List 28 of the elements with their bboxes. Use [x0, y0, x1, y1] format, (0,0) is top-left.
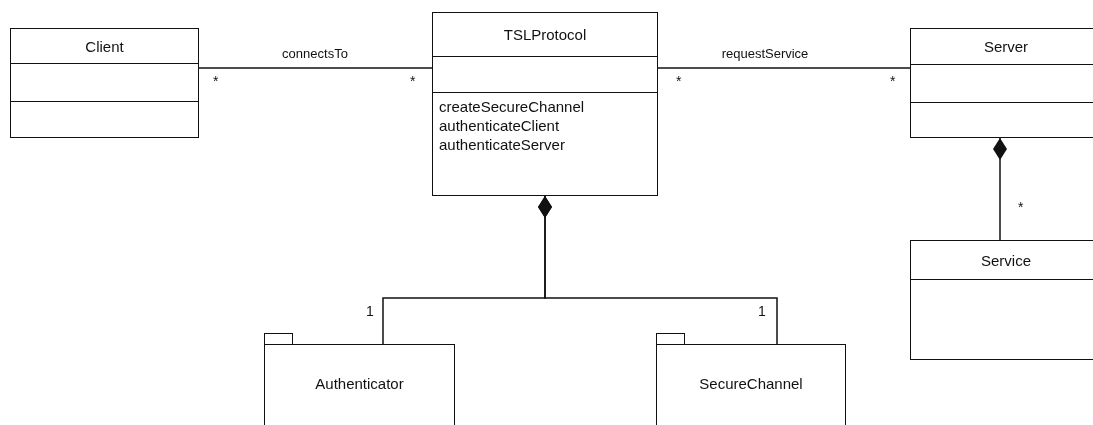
- package-name: SecureChannel: [699, 375, 803, 392]
- package-box: [264, 333, 455, 425]
- class-box: [10, 28, 199, 138]
- edge-label: connectsTo: [280, 46, 350, 61]
- class-box: [432, 12, 658, 196]
- association-line: [538, 195, 778, 345]
- class-name: TSLProtocol: [503, 26, 587, 43]
- operation-name: authenticateServer: [439, 135, 565, 154]
- class-name: Server: [983, 38, 1029, 55]
- association-line: [198, 67, 433, 69]
- multiplicity-label: *: [1018, 200, 1024, 214]
- operation-name: createSecureChannel: [439, 97, 585, 116]
- edge-label: requestService: [719, 46, 811, 61]
- multiplicity-label: *: [676, 74, 682, 88]
- multiplicity-label: 1: [758, 304, 766, 318]
- operation-name: authenticateClient: [439, 116, 560, 135]
- class-name: Service: [981, 251, 1031, 269]
- multiplicity-label: *: [213, 74, 219, 88]
- multiplicity-label: 1: [366, 304, 374, 318]
- class-name: Client: [85, 37, 124, 55]
- class-box: [910, 240, 1093, 360]
- package-box: [656, 333, 846, 425]
- multiplicity-label: *: [410, 74, 416, 88]
- package-name: Authenticator: [315, 375, 404, 392]
- class-box: [910, 28, 1093, 138]
- association-line: [993, 137, 1007, 241]
- association-line: [657, 67, 911, 69]
- multiplicity-label: *: [890, 74, 896, 88]
